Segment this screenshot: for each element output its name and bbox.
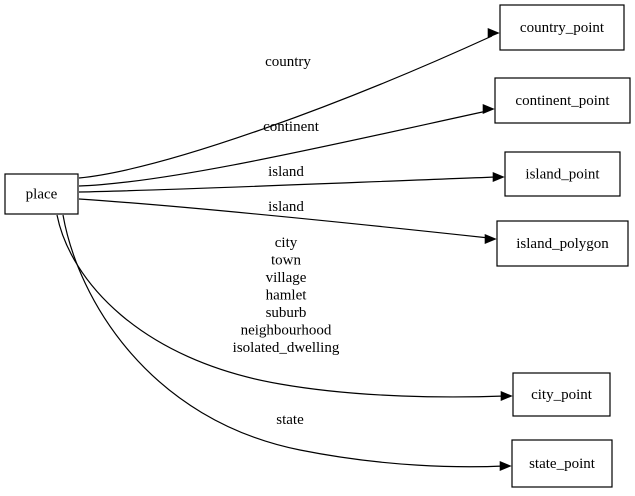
edge-place-city_point-label-line: town — [271, 253, 302, 269]
edge-labels-layer: country continent island island city townvill… — [233, 54, 340, 428]
edge-place-city_point-label-line: city — [275, 235, 298, 251]
edge-place-island_polygon-label: island — [268, 199, 304, 215]
node-island_polygon-box[interactable] — [496, 220, 629, 267]
edge-place-country_point — [78, 28, 500, 179]
node-island_polygon-label: island_polygon — [516, 236, 609, 252]
edge-place-continent_point — [78, 104, 495, 187]
edge-place-island_point — [78, 172, 505, 193]
edge-place-city_point-path — [56, 214, 506, 398]
edge-place-continent_point-label: continent — [263, 119, 320, 135]
edge-place-continent_point-label-line: continent — [263, 119, 320, 135]
edge-place-continent_point-path — [78, 110, 488, 187]
edge-place-city_point-label-line: suburb — [266, 305, 307, 321]
edge-place-island_point-arrowhead-icon — [492, 172, 505, 182]
edge-place-island_point-label-line: island — [268, 164, 304, 180]
edge-place-state_point-label-line: state — [276, 412, 304, 428]
node-place[interactable]: place — [4, 173, 79, 215]
node-city_point[interactable]: city_point — [512, 372, 611, 417]
node-island_point-label: island_point — [525, 166, 600, 182]
edge-place-state_point — [62, 214, 512, 471]
node-place-label: place — [26, 186, 58, 202]
edge-place-island_point-label: island — [268, 164, 304, 180]
edge-place-city_point — [56, 214, 513, 401]
edge-place-state_point-path — [62, 214, 505, 468]
edge-place-state_point-arrowhead-icon — [499, 461, 512, 471]
edge-place-country_point-label: country — [265, 54, 311, 70]
edge-place-city_point-label-line: isolated_dwelling — [233, 340, 340, 356]
nodes-layer: place country_point continent_point island_… — [4, 4, 631, 488]
edge-place-island_polygon-path — [78, 198, 490, 239]
edge-place-continent_point-arrowhead-icon — [482, 104, 495, 114]
edge-place-country_point-label-line: country — [265, 54, 311, 70]
edge-place-city_point-label-line: neighbourhood — [241, 323, 332, 339]
node-state_point-box[interactable] — [511, 439, 613, 488]
edge-place-city_point-arrowhead-icon — [500, 391, 513, 401]
edge-place-country_point-path — [78, 35, 493, 179]
node-state_point[interactable]: state_point — [511, 439, 613, 488]
edge-place-island_polygon-arrowhead-icon — [484, 234, 497, 244]
node-island_point[interactable]: island_point — [504, 151, 621, 197]
edge-place-city_point-label-line: village — [266, 270, 307, 286]
node-continent_point[interactable]: continent_point — [494, 77, 631, 124]
node-city_point-label: city_point — [531, 387, 593, 403]
node-island_polygon[interactable]: island_polygon — [496, 220, 629, 267]
node-country_point[interactable]: country_point — [499, 4, 625, 51]
edge-place-country_point-arrowhead-icon — [487, 28, 500, 38]
node-island_point-box[interactable] — [504, 151, 621, 197]
node-place-box[interactable] — [4, 173, 79, 215]
node-state_point-label: state_point — [529, 456, 596, 472]
edge-place-island_polygon — [78, 198, 497, 244]
edge-place-island_point-path — [78, 176, 498, 193]
edges-layer — [56, 28, 513, 471]
node-continent_point-box[interactable] — [494, 77, 631, 124]
node-continent_point-label: continent_point — [515, 93, 610, 109]
edge-place-city_point-label-line: hamlet — [266, 288, 308, 304]
edge-place-state_point-label: state — [276, 412, 304, 428]
node-country_point-box[interactable] — [499, 4, 625, 51]
edge-place-island_polygon-label-line: island — [268, 199, 304, 215]
node-country_point-label: country_point — [520, 20, 605, 36]
node-city_point-box[interactable] — [512, 372, 611, 417]
